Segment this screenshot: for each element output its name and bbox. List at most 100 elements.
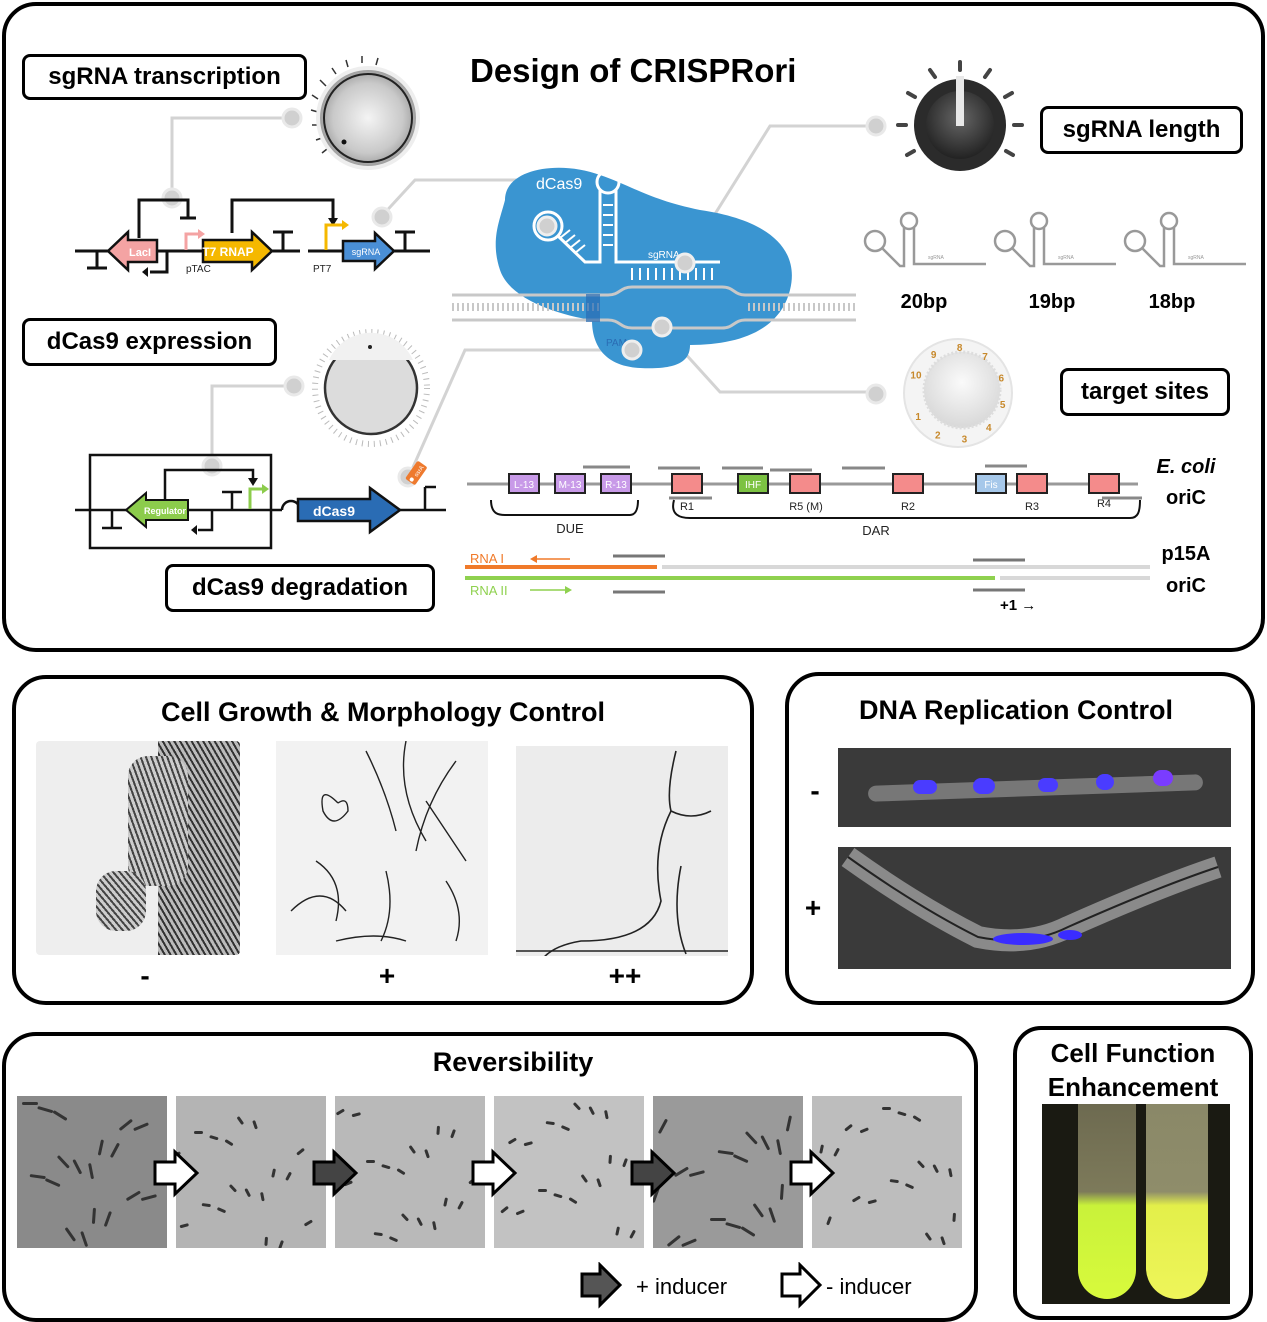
p15a-oric-label: oriC bbox=[1166, 575, 1206, 597]
reversibility-image bbox=[653, 1096, 803, 1248]
sgrna-gene: sgRNA bbox=[341, 230, 396, 272]
connector-dot bbox=[371, 206, 393, 228]
region-dar: DAR bbox=[862, 523, 889, 538]
gfp-tubes-image bbox=[1042, 1104, 1230, 1304]
oric-element-label: R-13 bbox=[605, 480, 627, 491]
reversibility-image bbox=[17, 1096, 167, 1248]
complex-dcas9-label: dCas9 bbox=[536, 176, 582, 193]
enhancement-title-line1: Cell Function bbox=[1050, 1038, 1216, 1068]
p15a-oric-map: RNA I RNA II +1 → p15A oriC bbox=[465, 543, 1210, 614]
oric-element-label: L-13 bbox=[514, 480, 534, 491]
rna2-label: RNA II bbox=[470, 583, 508, 598]
reversibility-image bbox=[812, 1096, 962, 1248]
site-r1: R1 bbox=[680, 501, 694, 513]
regulator-gene: Regulator bbox=[124, 490, 189, 530]
region-due: DUE bbox=[556, 521, 584, 536]
site-r4: R4 bbox=[1097, 498, 1111, 510]
minus-inducer-arrow-icon bbox=[789, 1148, 836, 1198]
growth-condition-minus: - bbox=[140, 960, 150, 991]
dial-number: 3 bbox=[962, 435, 968, 446]
site-r3: R3 bbox=[1025, 501, 1039, 513]
dcas9-gene: dCas9 bbox=[296, 485, 403, 535]
replication-image-minus bbox=[838, 748, 1231, 827]
sgrna-structure-icon: sgRNA bbox=[1123, 211, 1246, 268]
dcas9-complex: dCas9 sgRNA PAM bbox=[452, 167, 856, 369]
length-19bp: 19bp bbox=[1029, 291, 1076, 313]
dial-number: 1 bbox=[915, 412, 921, 423]
legend-minus-inducer: - inducer bbox=[826, 1274, 912, 1299]
plus-inducer-arrow-icon bbox=[630, 1148, 677, 1198]
dial-number: 5 bbox=[1000, 400, 1006, 411]
sgrna-gene-label: sgRNA bbox=[352, 247, 381, 257]
label-sgrna-transcription: sgRNA transcription bbox=[22, 54, 307, 100]
length-20bp: 20bp bbox=[901, 291, 948, 313]
growth-title: Cell Growth & Morphology Control bbox=[161, 697, 605, 727]
oric-element-box bbox=[1088, 473, 1120, 494]
ecoli-name: E. coli bbox=[1157, 456, 1216, 478]
dial-number: 7 bbox=[982, 352, 988, 363]
label-dcas9-expression: dCas9 expression bbox=[22, 318, 277, 366]
design-title: Design of CRISPRori bbox=[470, 52, 797, 89]
p15a-name: p15A bbox=[1162, 543, 1211, 565]
laci-gene: LacI bbox=[106, 229, 159, 273]
regulator-label: Regulator bbox=[144, 506, 187, 516]
oric-element-label: Fis bbox=[984, 480, 997, 491]
pam-label: PAM bbox=[606, 338, 627, 349]
oric-element-box bbox=[1016, 473, 1048, 494]
replication-condition-plus: + bbox=[804, 892, 822, 923]
oric-element-box: L-13 bbox=[508, 473, 540, 494]
oric-element-box: M-13 bbox=[554, 473, 586, 494]
reversibility-strip bbox=[17, 1096, 963, 1248]
ssra-tag-label: ssrA bbox=[414, 465, 426, 478]
complex-sgrna-label: sgRNA bbox=[648, 250, 680, 261]
length-18bp: 18bp bbox=[1149, 291, 1196, 313]
minus-inducer-arrow-icon bbox=[471, 1148, 518, 1198]
replication-image-plus bbox=[838, 847, 1231, 969]
oric-element-label: M-13 bbox=[559, 480, 582, 491]
dial-number: 4 bbox=[986, 423, 992, 434]
laci-label: LacI bbox=[129, 247, 151, 259]
ssra-tag-icon: ssrA bbox=[405, 461, 427, 485]
oric-element-box bbox=[789, 473, 821, 494]
length-knob-icon bbox=[896, 60, 1024, 171]
dial-number: 6 bbox=[998, 373, 1004, 384]
growth-image-minus bbox=[36, 741, 240, 955]
label-dcas9-degradation: dCas9 degradation bbox=[165, 564, 435, 612]
growth-image-plusplus bbox=[516, 746, 728, 956]
sgrna-structure-icon: sgRNA bbox=[993, 211, 1116, 268]
reversibility-image bbox=[335, 1096, 485, 1248]
ptac-label: pTAC bbox=[186, 264, 211, 275]
minus-inducer-arrow-icon bbox=[780, 1262, 823, 1309]
plus-inducer-arrow-icon bbox=[580, 1262, 623, 1309]
rna1-label: RNA I bbox=[470, 551, 504, 566]
reversibility-image bbox=[494, 1096, 644, 1248]
enhancement-title-line2: Enhancement bbox=[1047, 1072, 1219, 1102]
reversibility-title: Reversibility bbox=[432, 1047, 594, 1077]
ecoli-oric-label: oriC bbox=[1166, 487, 1206, 509]
oric-element-label: IHF bbox=[745, 480, 761, 491]
growth-image-plus bbox=[276, 741, 488, 955]
site-r5: R5 (M) bbox=[789, 501, 823, 513]
dial-number: 9 bbox=[931, 350, 937, 361]
transcription-knob-icon bbox=[310, 56, 420, 170]
t7rnap-gene: T7 RNAP bbox=[201, 229, 274, 273]
dial-number: 10 bbox=[910, 370, 922, 381]
ecoli-oric-map: L-13 M-13 R-13 IHF Fis R1 R5 (M) R2 R3 R4 DU… bbox=[467, 456, 1216, 538]
oric-element-box: IHF bbox=[737, 473, 769, 494]
label-sgrna-length: sgRNA length bbox=[1040, 106, 1243, 154]
sgrna-icon-label: sgRNA bbox=[928, 255, 945, 261]
p15a-start-label: +1 → bbox=[1000, 597, 1036, 614]
oric-element-box: Fis bbox=[975, 473, 1007, 494]
site-r2: R2 bbox=[901, 501, 915, 513]
reversibility-legend: + inducer - inducer bbox=[580, 1262, 912, 1309]
sgrna-structure-icon: sgRNA bbox=[863, 211, 986, 268]
plus-inducer-arrow-icon bbox=[312, 1148, 359, 1198]
sgrna-icon-label: sgRNA bbox=[1058, 255, 1075, 261]
connector-dot bbox=[865, 383, 887, 405]
connector-dot bbox=[865, 115, 887, 137]
pt7-label: PT7 bbox=[313, 264, 332, 275]
connector-dot bbox=[161, 187, 183, 209]
label-target-sites: target sites bbox=[1060, 368, 1230, 416]
dcas9-circuit bbox=[75, 453, 446, 550]
